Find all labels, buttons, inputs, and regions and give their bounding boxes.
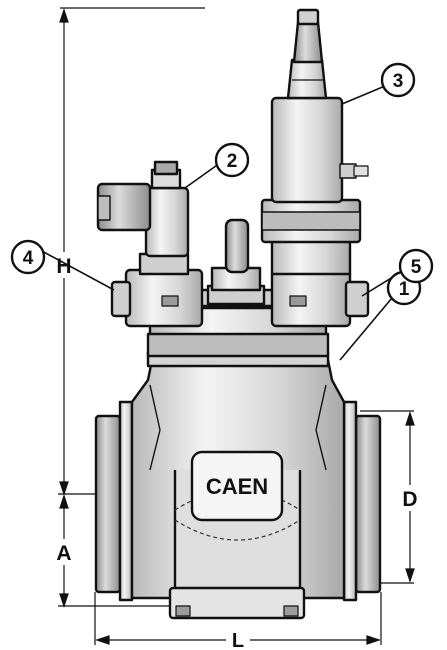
dimension-h-arrow-top bbox=[59, 8, 69, 23]
pilot-bleed bbox=[353, 165, 369, 177]
bottom-bolt-right bbox=[283, 605, 299, 617]
plate-bolt-2 bbox=[289, 295, 307, 307]
pilot-housing bbox=[96, 8, 370, 328]
brand-label: CAEN bbox=[206, 474, 268, 499]
body-shade-left bbox=[149, 384, 161, 471]
callout-5: 5 bbox=[398, 248, 434, 284]
right-flange-face bbox=[342, 400, 358, 602]
brand-plate: CAEN bbox=[190, 450, 284, 522]
dimension-lines bbox=[58, 7, 415, 645]
solenoid-body bbox=[144, 186, 190, 258]
pilot-flange-band bbox=[261, 211, 361, 231]
pilot-spring-cone bbox=[286, 58, 328, 100]
body-shade-right bbox=[315, 384, 327, 471]
solenoid-connector-face bbox=[97, 195, 111, 221]
dimension-label-d: D bbox=[402, 488, 417, 511]
pilot-adjust-cap bbox=[292, 20, 324, 64]
callout-4-label: 4 bbox=[23, 248, 34, 269]
top-plate-base bbox=[146, 332, 330, 358]
callout-4: 4 bbox=[10, 239, 46, 275]
solenoid-nut bbox=[153, 160, 179, 176]
dimension-d-arrow-bottom bbox=[405, 568, 415, 583]
bottom-cap bbox=[168, 586, 306, 620]
dimension-a-arrow-bottom bbox=[59, 593, 69, 608]
dimension-label-l: L bbox=[232, 630, 244, 650]
dimension-l-arrow-left bbox=[95, 635, 110, 645]
pilot-top-screw bbox=[296, 8, 320, 26]
callout-2-leader bbox=[184, 162, 221, 189]
pilot-lower bbox=[270, 238, 352, 276]
callout-5-label: 5 bbox=[411, 257, 422, 278]
callout-3: 3 bbox=[380, 62, 416, 98]
left-port-fitting bbox=[110, 280, 132, 318]
center-stem bbox=[224, 218, 250, 274]
callout-2-label: 2 bbox=[227, 151, 238, 172]
pilot-body bbox=[270, 96, 344, 204]
dimension-a-arrow-top bbox=[59, 494, 69, 509]
dimension-h-arrow-bottom bbox=[59, 481, 69, 496]
dimension-d-arrow-top bbox=[405, 411, 415, 426]
callout-1-label: 1 bbox=[399, 279, 410, 300]
left-flange-face bbox=[118, 400, 134, 602]
left-flange bbox=[94, 414, 122, 594]
dimension-label-a: A bbox=[56, 542, 71, 565]
flow-path-dashed-2 bbox=[174, 519, 301, 541]
callout-3-leader bbox=[341, 85, 386, 105]
right-port-fitting bbox=[344, 280, 370, 318]
bottom-bolt-left bbox=[175, 605, 191, 617]
callout-1-leader bbox=[339, 297, 393, 361]
callout-3-label: 3 bbox=[393, 71, 404, 92]
dimension-l-arrow-right bbox=[366, 635, 381, 645]
callout-2: 2 bbox=[214, 142, 250, 178]
right-flange bbox=[354, 414, 382, 594]
plate-bolt-1 bbox=[161, 295, 179, 307]
callout-4-leader bbox=[39, 249, 115, 291]
right-pilot-block bbox=[270, 268, 352, 328]
